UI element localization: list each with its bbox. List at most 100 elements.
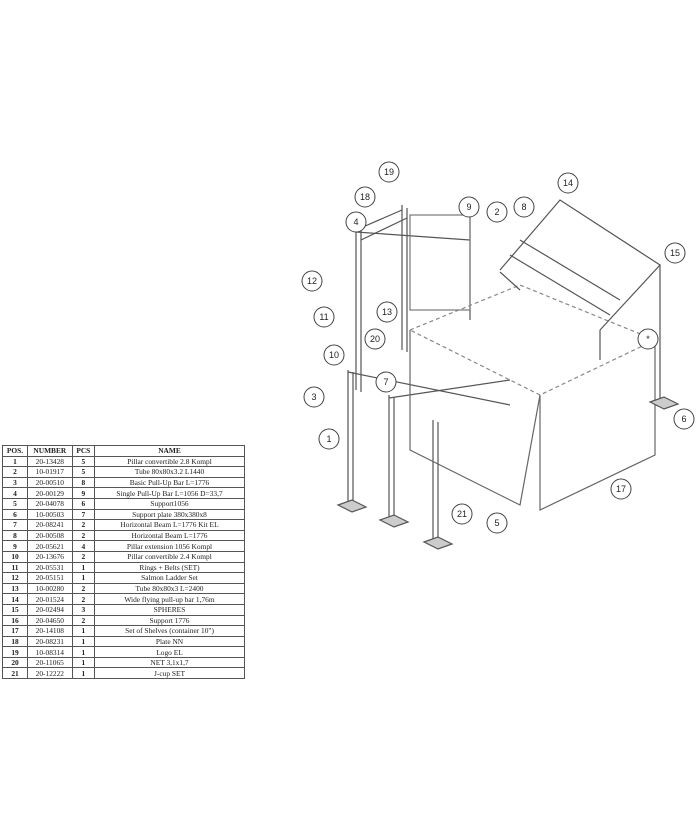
cell-pcs: 2 — [71, 550, 96, 563]
cell-pos: 17 — [1, 625, 29, 637]
cell-number: 20-12222 — [27, 667, 73, 680]
callout-number: * — [646, 334, 650, 344]
callout-number: 5 — [494, 518, 499, 528]
callout-balloon: 19 — [378, 161, 400, 183]
cell-pos: 6 — [1, 508, 29, 521]
cell-number: 20-04078 — [27, 497, 73, 510]
callout-number: 8 — [521, 202, 526, 212]
callout-balloon: 6 — [673, 408, 695, 430]
header-name: NAME — [94, 445, 245, 457]
cell-number: 10-01917 — [27, 466, 73, 478]
callout-balloon: 5 — [486, 512, 508, 534]
callout-number: 11 — [319, 312, 328, 322]
callout-balloon: 8 — [513, 196, 535, 218]
cell-pos: 21 — [1, 667, 29, 680]
cell-name: J-cup SET — [94, 667, 245, 680]
cell-name: NET 3,1x1,7 — [94, 656, 245, 669]
cell-pos: 3 — [1, 476, 29, 489]
cell-number: 20-05151 — [27, 572, 73, 584]
cell-pos: 15 — [1, 603, 29, 616]
cell-pos: 5 — [1, 497, 29, 510]
cell-number: 20-11065 — [27, 656, 73, 669]
cell-name: Set of Shelves (container 10") — [94, 625, 245, 637]
callout-balloon: * — [637, 328, 659, 350]
cell-pcs: 3 — [71, 603, 96, 616]
callout-balloon: 3 — [303, 386, 325, 408]
cell-pcs: 1 — [71, 656, 96, 669]
cell-pcs: 1 — [71, 646, 96, 658]
cell-number: 20-00129 — [27, 487, 73, 499]
cell-number: 20-13428 — [27, 455, 73, 468]
callout-number: 15 — [670, 248, 680, 258]
callout-number: 6 — [681, 414, 686, 424]
cell-name: Rings + Belts (SET) — [94, 561, 245, 574]
cell-pos: 16 — [1, 614, 29, 627]
header-pcs: PCS — [71, 445, 96, 457]
cell-number: 10-00503 — [27, 508, 73, 521]
callout-balloon: 10 — [323, 344, 345, 366]
cell-pcs: 9 — [71, 487, 96, 499]
table-header-row: POS. NUMBER PCS NAME — [1, 445, 245, 457]
callout-number: 12 — [307, 276, 317, 286]
callout-balloon: 1 — [318, 428, 340, 450]
cell-name: Plate NN — [94, 635, 245, 648]
cell-pcs: 2 — [71, 614, 96, 627]
cell-pos: 9 — [1, 540, 29, 552]
cell-pos: 11 — [1, 561, 29, 574]
callout-balloon: 15 — [664, 242, 686, 264]
callout-number: 7 — [383, 377, 388, 387]
cell-pos: 20 — [1, 656, 29, 669]
cell-pcs: 5 — [71, 455, 96, 468]
cell-pos: 7 — [1, 519, 29, 531]
callout-balloon: 4 — [345, 211, 367, 233]
cell-pcs: 2 — [71, 593, 96, 605]
callout-balloon: 9 — [458, 196, 480, 218]
callout-number: 18 — [360, 192, 370, 202]
cell-name: Support plate 380x380x8 — [94, 508, 245, 521]
callout-balloon: 17 — [610, 478, 632, 500]
cell-name: Support 1776 — [94, 614, 245, 627]
callout-number: 20 — [370, 334, 380, 344]
callout-balloon: 20 — [364, 328, 386, 350]
cell-name: Horizontal Beam L=1776 — [94, 529, 245, 542]
cell-name: Pillar convertible 2.8 Kompl — [94, 455, 245, 468]
cell-name: SPHERES — [94, 603, 245, 616]
cell-pcs: 2 — [71, 582, 96, 595]
callout-balloon: 11 — [313, 306, 335, 328]
header-number: NUMBER — [27, 445, 73, 457]
cell-number: 20-02494 — [27, 603, 73, 616]
cell-number: 20-05531 — [27, 561, 73, 574]
cell-number: 20-13676 — [27, 550, 73, 563]
cell-name: Horizontal Beam L=1776 Kit EL — [94, 519, 245, 531]
cell-name: Logo EL — [94, 646, 245, 658]
cell-name: Pillar convertible 2.4 Kompl — [94, 550, 245, 563]
cell-name: Pillar extension 1056 Kompl — [94, 540, 245, 552]
cell-pcs: 1 — [71, 561, 96, 574]
cell-pos: 12 — [1, 572, 29, 584]
cell-pcs: 1 — [71, 635, 96, 648]
cell-number: 10-08314 — [27, 646, 73, 658]
callout-balloon: 14 — [557, 172, 579, 194]
cell-pcs: 6 — [71, 497, 96, 510]
cell-pcs: 5 — [71, 466, 96, 478]
cell-number: 20-00510 — [27, 476, 73, 489]
cell-pos: 1 — [1, 455, 29, 468]
callout-number: 21 — [457, 509, 467, 519]
cell-number: 20-08241 — [27, 519, 73, 531]
cell-number: 20-14108 — [27, 625, 73, 637]
callout-balloon: 18 — [354, 186, 376, 208]
